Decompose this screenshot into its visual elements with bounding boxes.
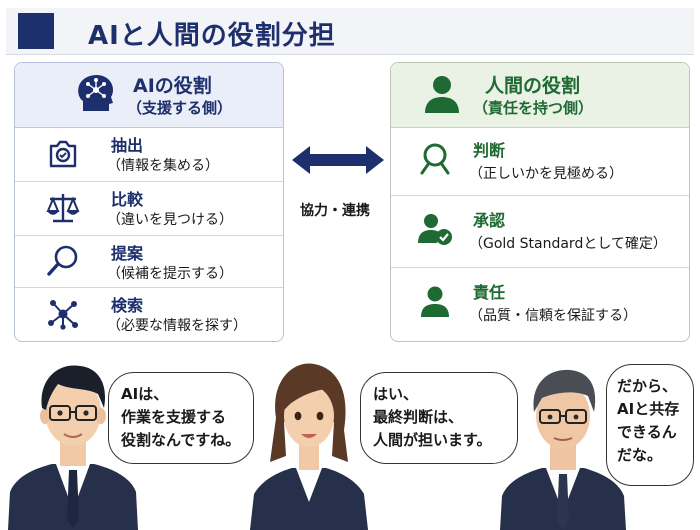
network-icon (48, 300, 78, 330)
human-row-label: 責任 (473, 283, 506, 302)
ai-row-desc: （違いを見つける） (107, 212, 233, 228)
ai-row-desc: （候補を提示する） (107, 266, 233, 282)
ai-row-extract: 抽出 （情報を集める） (15, 127, 283, 182)
page-title: AIと人間の役割分担 (88, 21, 336, 51)
human-row-desc: （品質・信頼を保証する） (469, 308, 637, 324)
ai-row-desc: （必要な情報を探す） (107, 318, 247, 334)
ai-row-label: 検索 (111, 296, 144, 315)
dialogue-line: 人間が担います。 (373, 431, 492, 449)
human-row-responsibility: 責任 （品質・信頼を保証する） (391, 267, 689, 341)
dialogue-line: 最終判断は、 (373, 408, 464, 426)
human-row-desc: （正しいかを見極める） (469, 166, 623, 182)
double-arrow-icon (292, 146, 384, 174)
ai-row-desc: （情報を集める） (107, 158, 219, 174)
human-row-label: 判断 (473, 141, 506, 160)
magnifier-icon (420, 143, 450, 175)
dialogue-line: AIと共存 (617, 400, 680, 418)
human-row-desc: （Gold Standardとして確定） (469, 236, 667, 252)
dialogue-line: だから、 (617, 377, 678, 395)
dialogue-line: できるん (617, 423, 677, 441)
dialogue-line: 役割なんですね。 (121, 431, 241, 449)
human-row-label: 承認 (473, 211, 506, 230)
ai-row-label: 提案 (111, 244, 144, 263)
human-panel-header: 人間の役割 （責任を持つ側） (391, 63, 689, 128)
dialogue-line: 作業を支援する (121, 408, 227, 426)
ai-row-label: 比較 (111, 190, 144, 209)
speech-bubble-woman: はい、 最終判断は、 人間が担います。 (360, 372, 518, 464)
human-panel-title: 人間の役割 (485, 75, 581, 97)
woman-illustration (250, 363, 368, 530)
older-man-illustration (500, 369, 626, 530)
human-row-approve: 承認 （Gold Standardとして確定） (391, 195, 689, 268)
dialogue-line: だな。 (617, 446, 663, 464)
header: AIと人間の役割分担 (6, 8, 694, 55)
ai-row-compare: 比較 （違いを見つける） (15, 181, 283, 236)
scale-icon (46, 194, 80, 223)
speech-bubble-young-man: AIは、 作業を支援する 役割なんですね。 (108, 372, 254, 464)
ai-panel-header: AIの役割 （支援する側） (15, 63, 283, 128)
ai-head-icon (78, 74, 113, 111)
speech-bubble-older-man: だから、 AIと共存 できるん だな。 (606, 364, 694, 486)
dialogue-line: AIは、 (121, 385, 169, 403)
person-icon (425, 76, 459, 113)
person-icon (421, 286, 449, 317)
ai-role-panel: AIの役割 （支援する側） 抽出 （情報を集める） 比較 （違いを見つける） (14, 62, 284, 342)
ai-row-suggest: 提案 （候補を提示する） (15, 235, 283, 288)
ai-row-search: 検索 （必要な情報を探す） (15, 287, 283, 341)
person-check-icon (418, 214, 452, 245)
human-panel-subtitle: （責任を持つ側） (473, 99, 594, 117)
ai-row-label: 抽出 (111, 136, 144, 155)
young-man-illustration (8, 365, 138, 530)
ai-panel-subtitle: （支援する側） (127, 99, 233, 117)
title-accent-block (18, 13, 54, 49)
dialogue-line: はい、 (373, 385, 419, 403)
extract-icon (49, 140, 77, 168)
magnifier-icon (47, 245, 78, 276)
human-row-judge: 判断 （正しいかを見極める） (391, 127, 689, 196)
human-role-panel: 人間の役割 （責任を持つ側） 判断 （正しいかを見極める） 承認 （Gold S… (390, 62, 690, 342)
connector-label: 協力・連携 (300, 203, 370, 219)
ai-panel-title: AIの役割 (133, 75, 212, 97)
